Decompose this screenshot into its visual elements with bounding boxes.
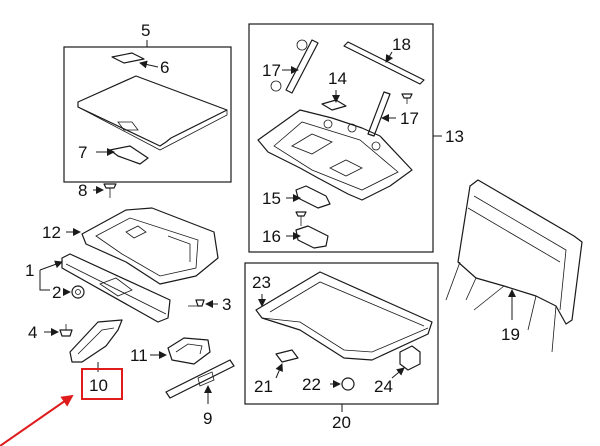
callout-17-lower: 17 bbox=[400, 109, 419, 128]
group-19-cargo-net: 19 bbox=[445, 179, 583, 353]
bracket-part-15 bbox=[295, 185, 331, 209]
callout-18: 18 bbox=[392, 35, 411, 54]
push-pin-part-4 bbox=[59, 329, 73, 337]
group-13-cargo-tray: 13 17 18 14 17 15 bbox=[248, 23, 464, 253]
callout-22: 22 bbox=[302, 375, 321, 394]
group-13-box bbox=[248, 23, 434, 253]
callout-13: 13 bbox=[445, 127, 464, 146]
callout-7: 7 bbox=[78, 143, 87, 162]
callout-5: 5 bbox=[141, 21, 150, 40]
callout-14: 14 bbox=[328, 69, 347, 88]
callout-21: 21 bbox=[254, 377, 273, 396]
callout-9: 9 bbox=[203, 409, 212, 428]
clip-part-14 bbox=[321, 99, 347, 111]
callout-4: 4 bbox=[28, 323, 37, 342]
strap-part-17-upper bbox=[285, 39, 319, 94]
callout-16: 16 bbox=[262, 227, 281, 246]
callout-19: 19 bbox=[501, 325, 520, 344]
bracket-part-10 bbox=[69, 319, 123, 363]
callout-6: 6 bbox=[160, 58, 169, 77]
callout-2: 2 bbox=[52, 283, 61, 302]
callout-24: 24 bbox=[374, 377, 393, 396]
callout-17-upper: 17 bbox=[262, 61, 281, 80]
cargo-tray bbox=[257, 109, 413, 201]
callout-1: 1 bbox=[25, 261, 34, 280]
cargo-net-part-19 bbox=[457, 179, 583, 325]
callout-23: 23 bbox=[252, 273, 271, 292]
group-20-cargo-cover: 20 23 21 22 24 bbox=[244, 262, 439, 432]
storage-bin-part-12 bbox=[81, 207, 219, 285]
callout-8: 8 bbox=[78, 181, 87, 200]
group-left-parts: 8 12 1 2 3 4 10 bbox=[0, 181, 235, 446]
cap-part-22 bbox=[341, 377, 355, 391]
callout-10: 10 bbox=[89, 376, 108, 395]
callout-20: 20 bbox=[332, 413, 351, 432]
clip-part-6 bbox=[111, 52, 145, 64]
cargo-cover bbox=[255, 271, 433, 361]
callout-3: 3 bbox=[222, 295, 231, 314]
red-arrow-icon bbox=[0, 394, 74, 446]
clip-part-21 bbox=[275, 349, 299, 363]
callout-12: 12 bbox=[42, 223, 61, 242]
screw-part bbox=[295, 211, 307, 217]
group-5-box bbox=[63, 46, 232, 183]
floor-board bbox=[77, 75, 228, 147]
callout-11: 11 bbox=[130, 346, 148, 365]
rod-part-18 bbox=[343, 41, 425, 85]
group-5-floor-panel: 5 6 7 bbox=[63, 21, 232, 183]
sill-plate-part-1 bbox=[61, 253, 171, 323]
group-20-box bbox=[244, 262, 439, 405]
rail-part-9 bbox=[165, 359, 235, 399]
clip-part-2 bbox=[71, 285, 85, 299]
handle-part-11 bbox=[167, 337, 211, 365]
bolt-part-8 bbox=[103, 183, 117, 189]
callout-15: 15 bbox=[262, 189, 281, 208]
callout-10-highlight-box bbox=[81, 368, 123, 400]
strap-part-17-lower bbox=[367, 91, 391, 137]
strip-part-7 bbox=[109, 145, 149, 165]
screw-part-3 bbox=[195, 299, 205, 307]
bracket-part-24 bbox=[399, 345, 421, 371]
bracket-part-16 bbox=[295, 225, 329, 249]
bolt-near-18 bbox=[401, 93, 413, 99]
